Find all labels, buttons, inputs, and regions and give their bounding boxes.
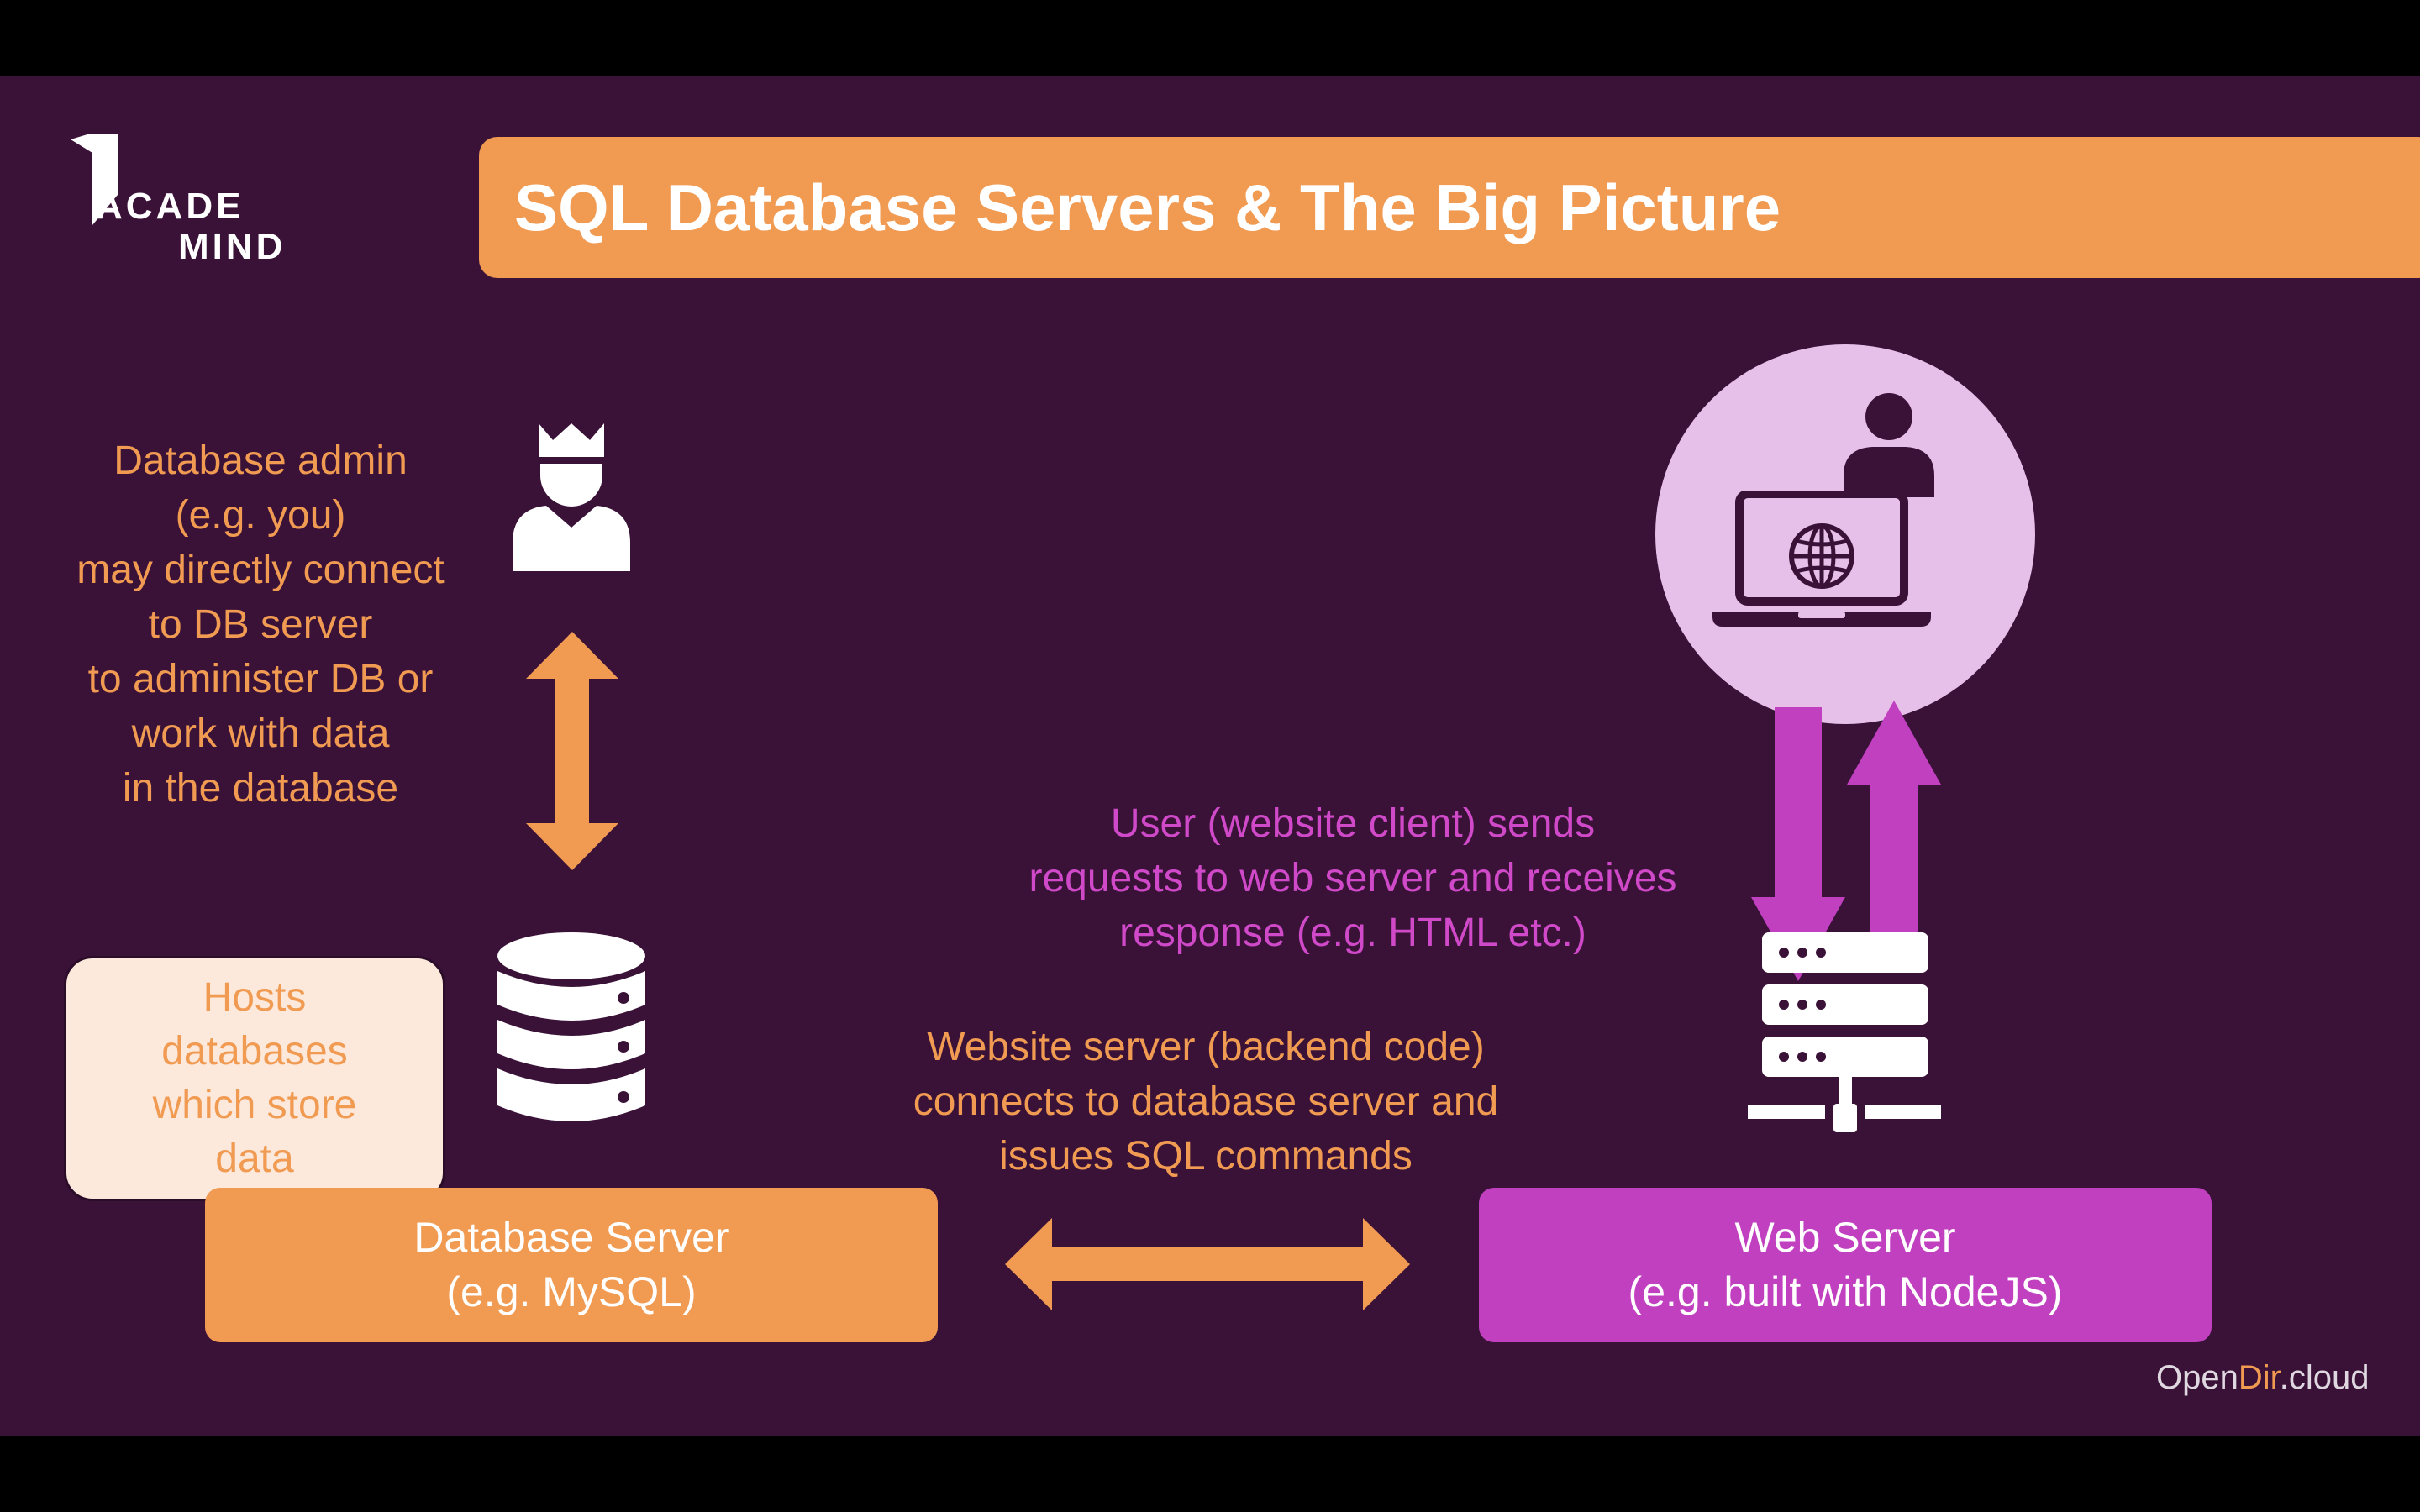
database-server-label: Database Server (e.g. MySQL) <box>413 1210 729 1320</box>
user-description-line: User (website client) sends <box>1110 801 1596 846</box>
watermark-part-3: .cloud <box>2279 1359 2370 1396</box>
database-server-subtitle: (e.g. MySQL) <box>446 1268 697 1315</box>
admin-description-line: in the database <box>122 766 399 811</box>
hosts-note-line: Hosts <box>203 975 307 1020</box>
admin-description-line: to administer DB or <box>87 657 434 701</box>
hosts-note-line: data <box>215 1137 294 1181</box>
user-description-line: requests to web server and receives <box>1028 856 1677 900</box>
logo-line-1: ACADE <box>96 186 245 227</box>
hosts-note-line: which store <box>152 1083 357 1127</box>
admin-description-line: may directly connect <box>76 548 445 592</box>
admin-description-line: work with data <box>131 711 390 756</box>
title-bar: SQL Database Servers & The Big Picture <box>479 137 2420 278</box>
logo-mark-icon <box>71 134 118 225</box>
watermark-part-2: Dir <box>2238 1359 2280 1396</box>
slide-title: SQL Database Servers & The Big Picture <box>514 171 1781 244</box>
database-server-box: Database Server (e.g. MySQL) <box>205 1188 938 1342</box>
web-server-title: Web Server <box>1734 1214 1956 1261</box>
admin-user-icon <box>513 423 630 571</box>
watermark-part-1: Open <box>2156 1359 2238 1396</box>
web-server-label: Web Server (e.g. built with NodeJS) <box>1628 1210 2063 1320</box>
database-server-title: Database Server <box>413 1214 729 1261</box>
admin-description-line: (e.g. you) <box>175 493 346 538</box>
hosts-note-box: Hosts databases which store data <box>64 956 445 1201</box>
database-icon <box>497 932 645 1121</box>
server-rack-icon <box>1748 932 1941 1132</box>
admin-db-double-arrow <box>526 632 618 870</box>
website-server-description: Website server (backend code) connects t… <box>807 1020 1605 1184</box>
client-user-icon <box>1844 393 1934 497</box>
admin-description-line: Database admin <box>113 438 408 483</box>
slide: ACADE MIND SQL Database Servers & The Bi… <box>0 76 2420 1436</box>
website-server-description-line: issues SQL commands <box>999 1134 1413 1179</box>
web-server-subtitle: (e.g. built with NodeJS) <box>1628 1268 2063 1315</box>
response-up-arrow <box>1847 701 1941 966</box>
client-circle <box>1655 344 2035 724</box>
laptop-icon <box>1712 491 1931 627</box>
hosts-note: Hosts databases which store data <box>153 971 357 1186</box>
website-server-description-line: connects to database server and <box>913 1079 1499 1124</box>
web-server-box: Web Server (e.g. built with NodeJS) <box>1479 1188 2212 1342</box>
globe-icon <box>1789 523 1854 589</box>
hosts-note-line: databases <box>161 1029 348 1074</box>
user-description-line: response (e.g. HTML etc.) <box>1119 911 1586 955</box>
watermark: OpenDir.cloud <box>2156 1359 2370 1397</box>
server-connection-double-arrow <box>1005 1218 1410 1310</box>
user-description: User (website client) sends requests to … <box>933 796 1773 960</box>
logo-line-2: MIND <box>178 226 287 267</box>
website-server-description-line: Website server (backend code) <box>927 1025 1485 1069</box>
request-down-arrow <box>1751 707 1845 981</box>
academind-logo: ACADE MIND <box>64 134 316 269</box>
admin-description-line: to DB server <box>148 602 373 647</box>
admin-description: Database admin (e.g. you) may directly c… <box>25 433 496 816</box>
